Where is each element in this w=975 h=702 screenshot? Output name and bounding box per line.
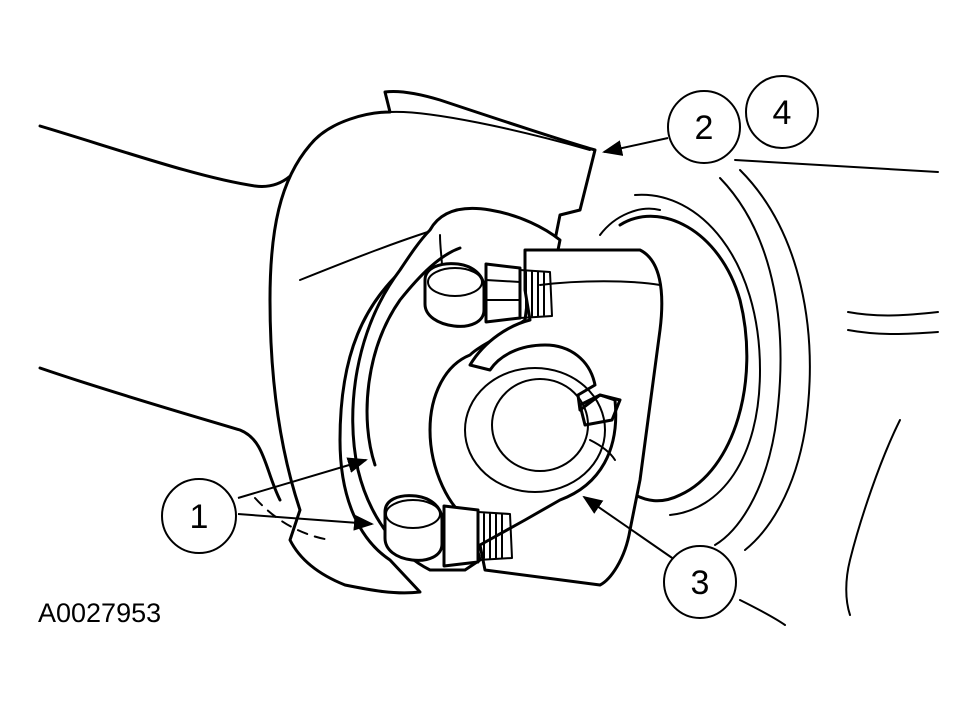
leader-lines [237,137,679,563]
hidden-edge [254,497,331,541]
callout-2-label: 2 [695,109,714,147]
callout-1: 1 [161,478,237,554]
pinion-flange [464,248,664,587]
leader-1b [237,513,374,531]
callout-2: 2 [667,90,741,164]
leader-1a [237,457,368,499]
callout-3-label: 3 [691,564,710,602]
callout-4-label: 4 [773,94,792,132]
callout-3: 3 [663,545,737,619]
leader-3 [582,495,679,563]
upper-flange-bolt [423,262,553,328]
leader-2 [602,137,669,156]
callout-1-label: 1 [190,498,209,536]
figure-id: A0027953 [38,598,162,628]
lower-flange-bolt [383,494,513,568]
axle-housing [599,159,939,626]
callout-4: 4 [745,75,819,149]
